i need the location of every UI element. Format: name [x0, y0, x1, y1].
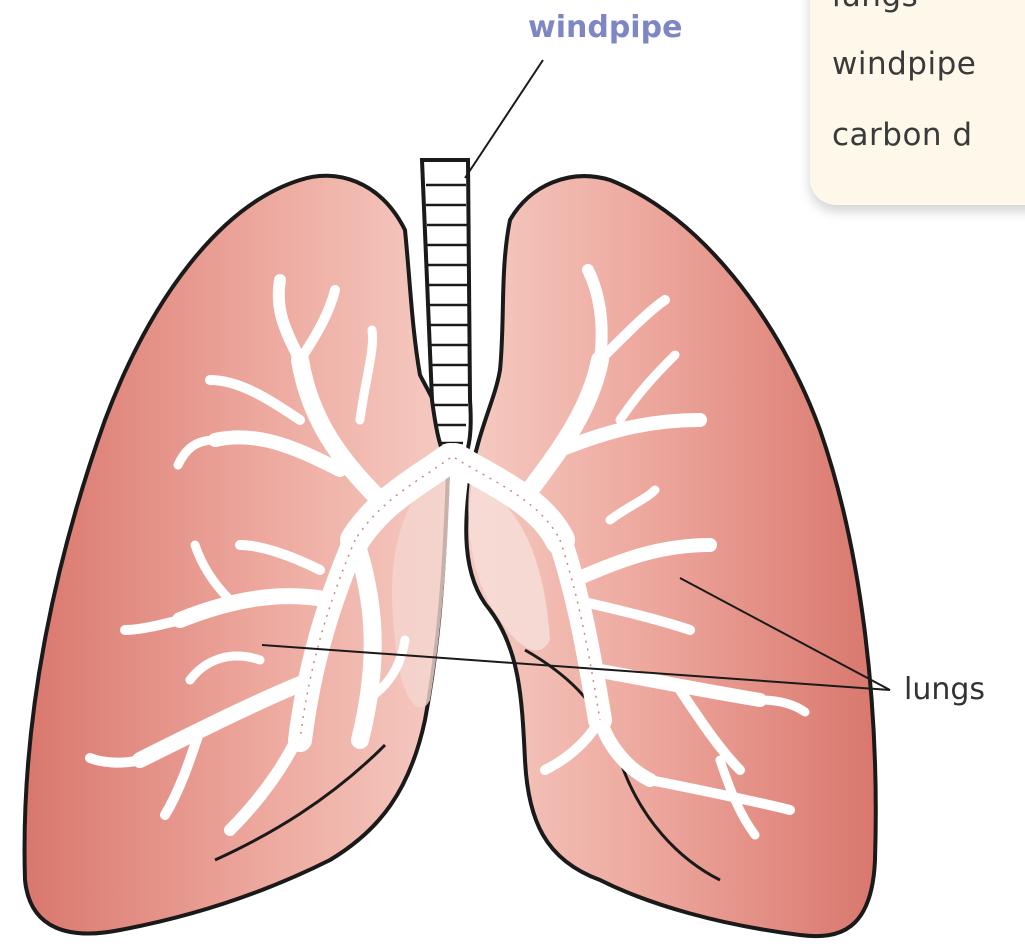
windpipe-pointer	[465, 60, 543, 178]
lungs-label: lungs	[904, 672, 985, 707]
windpipe-label: windpipe	[528, 10, 682, 45]
